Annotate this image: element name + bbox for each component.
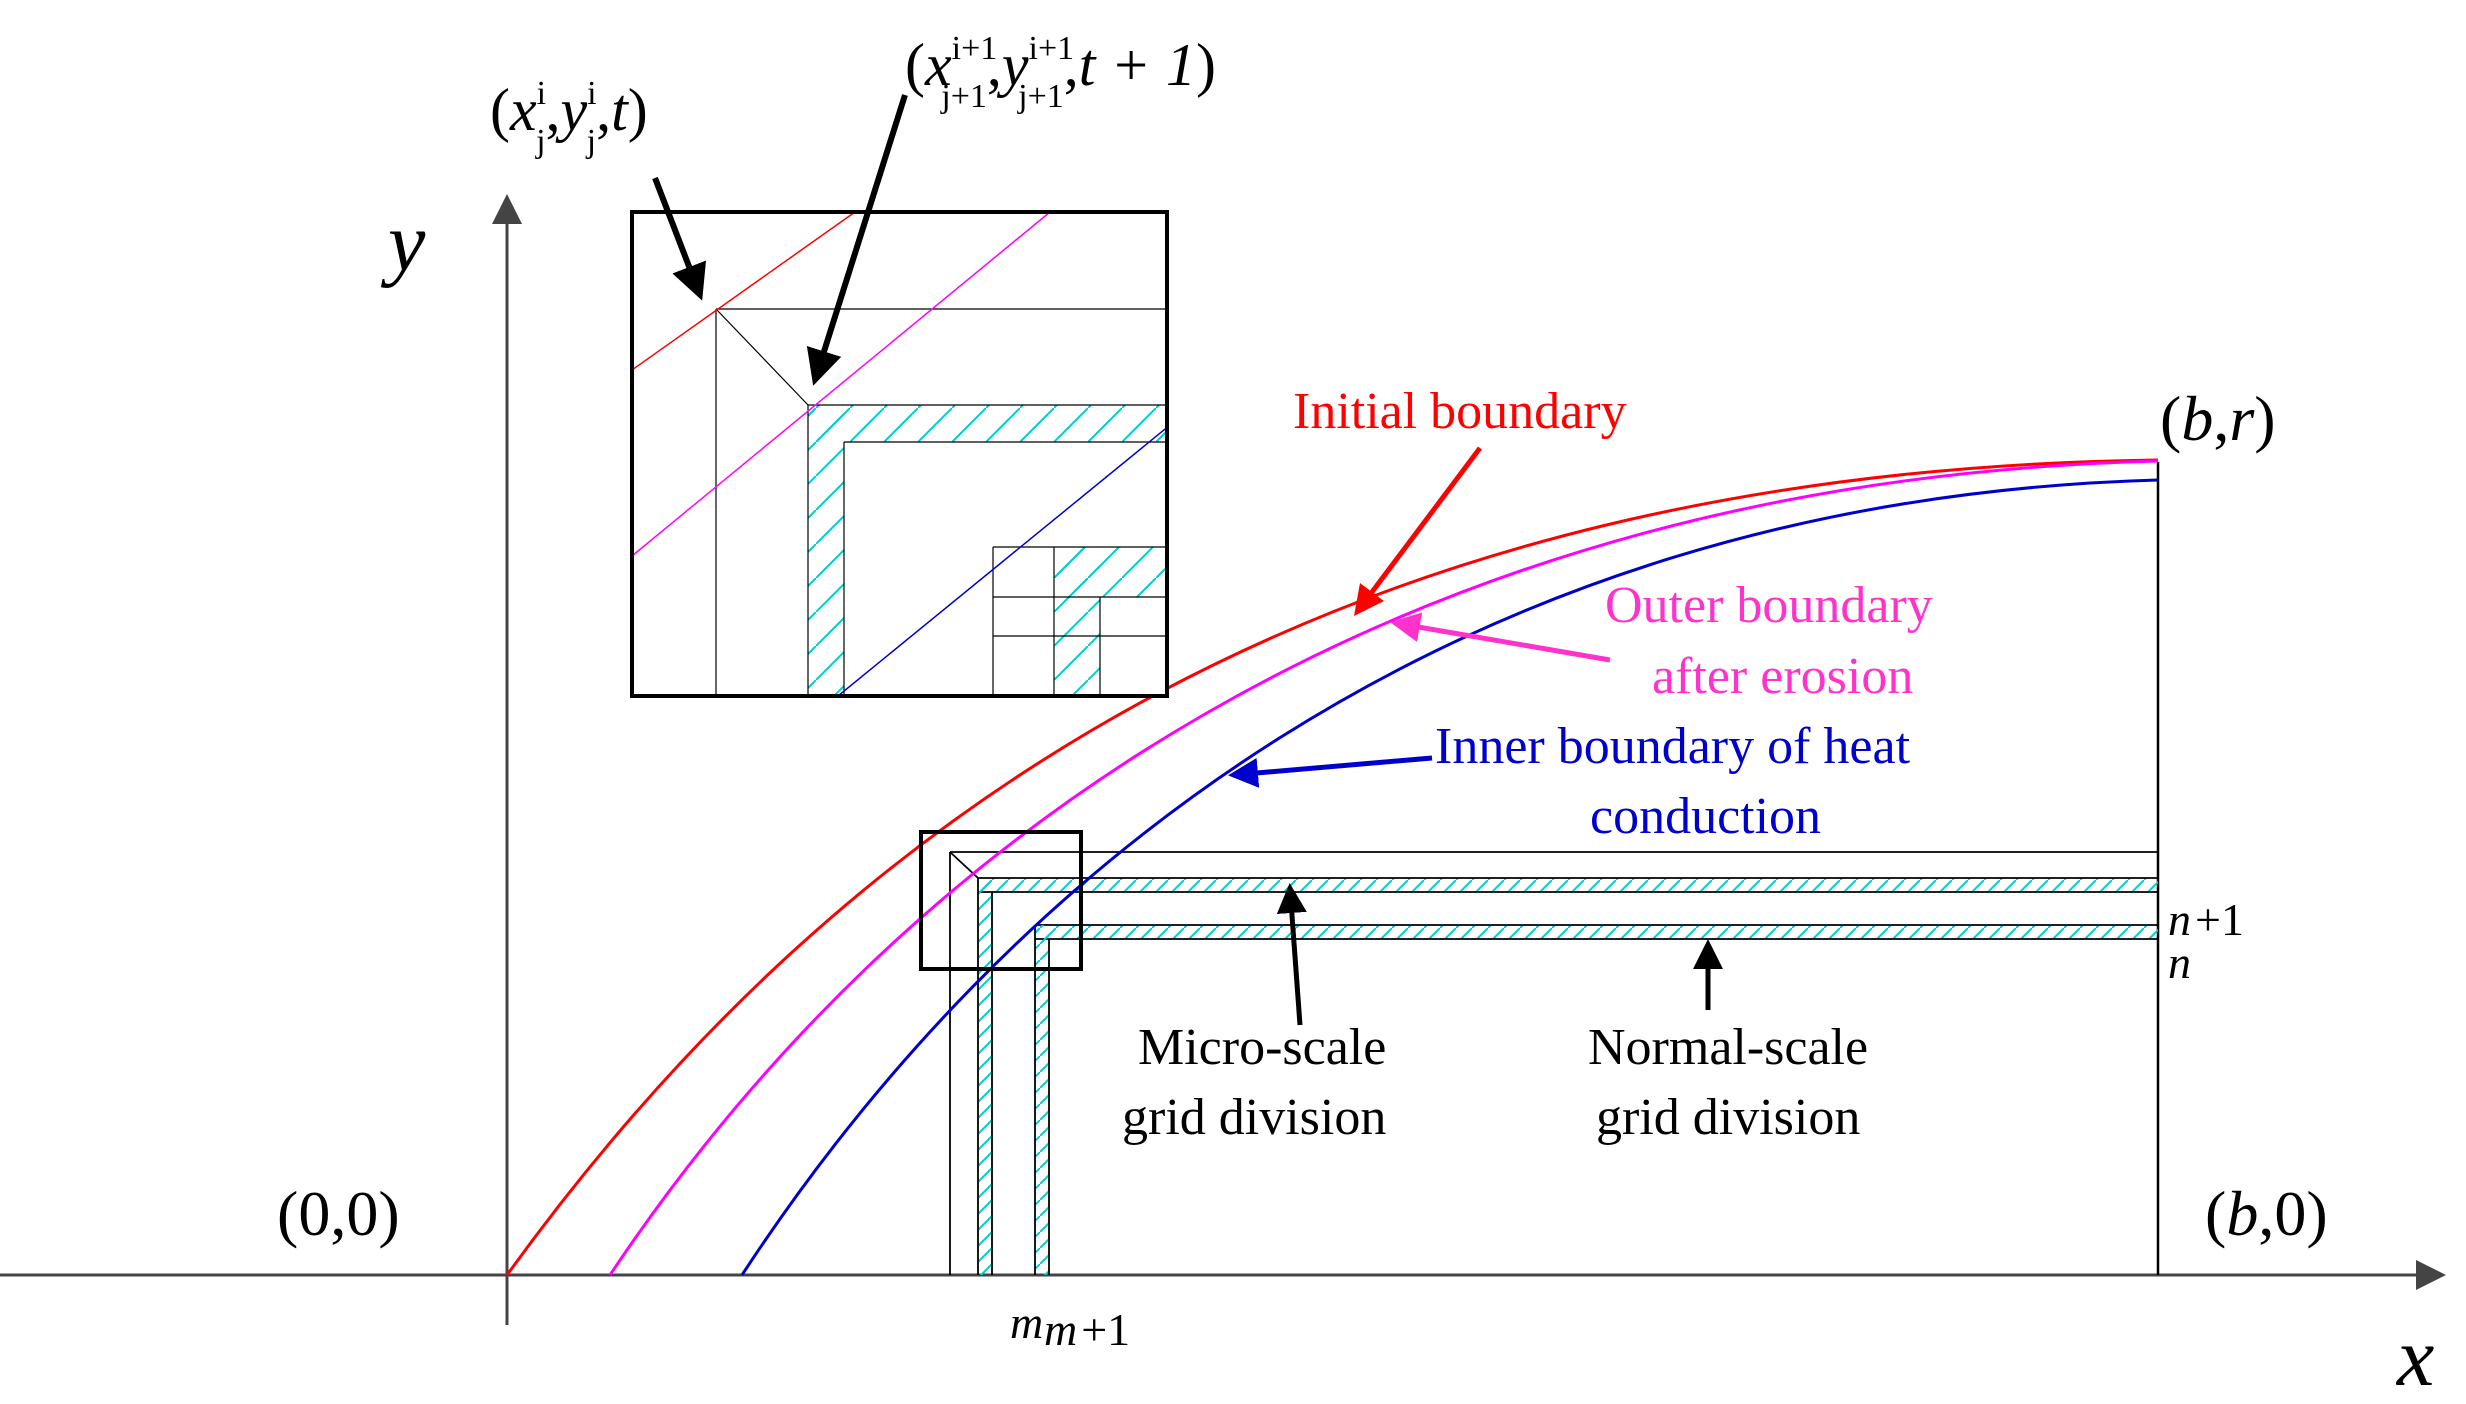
inset-inner-boundary: [837, 426, 1167, 696]
origin-label: (0,0): [277, 1178, 400, 1249]
zoom-box: [919, 830, 1083, 971]
inset-normal-hatch-vertical: [1054, 547, 1100, 696]
normal-hatch-band-vertical: [1035, 925, 1049, 1275]
initial-boundary-label: Initial boundary: [1293, 383, 1627, 440]
index-n-label: n: [2168, 937, 2191, 988]
point-t1-arrow: [806, 94, 908, 386]
initial-boundary-arrow: [1354, 446, 1482, 616]
normal-grid-label-2: grid division: [1596, 1089, 1860, 1146]
b-zero-label: (b,0): [2205, 1178, 2328, 1249]
inset-magnified-view: [630, 210, 1169, 698]
x-axis-label: x: [2395, 1311, 2434, 1404]
b-r-label: (b,r): [2160, 383, 2276, 454]
inset-initial-boundary: [632, 212, 856, 371]
point-t-arrow: [652, 176, 707, 301]
inner-boundary-label-2: conduction: [1590, 788, 1821, 845]
index-m-label: m: [1010, 1297, 1043, 1348]
outer-boundary-curve: [608, 459, 2159, 1276]
micro-hatch-band-horizontal: [978, 878, 2158, 892]
micro-grid-arrow: [1276, 883, 1307, 1026]
index-n1-label: n+1: [2168, 894, 2244, 945]
micro-grid-label-1: Micro-scale: [1138, 1019, 1386, 1076]
outer-boundary-label-1: Outer boundary: [1605, 577, 1933, 634]
normal-hatch-band-horizontal: [1035, 925, 2158, 939]
inset-frame: [630, 210, 1169, 698]
inset-diagonal: [715, 308, 809, 406]
inner-boundary-arrow: [1228, 755, 1433, 788]
micro-grid-label-2: grid division: [1122, 1089, 1386, 1146]
outer-boundary-arrow: [1390, 612, 1611, 663]
inset-micro-hatch-horizontal: [808, 405, 1167, 442]
index-m1-label: m+1: [1044, 1304, 1130, 1355]
y-axis-label: y: [380, 196, 426, 289]
micro-hatch-band-vertical: [978, 878, 992, 1275]
inner-boundary-label-1: Inner boundary of heat: [1435, 718, 1911, 775]
inset-micro-hatch-vertical: [808, 405, 844, 696]
inner-boundary-curve: [740, 478, 2159, 1276]
normal-grid-label-1: Normal-scale: [1588, 1019, 1868, 1076]
outer-boundary-label-2: after erosion: [1652, 648, 1913, 705]
